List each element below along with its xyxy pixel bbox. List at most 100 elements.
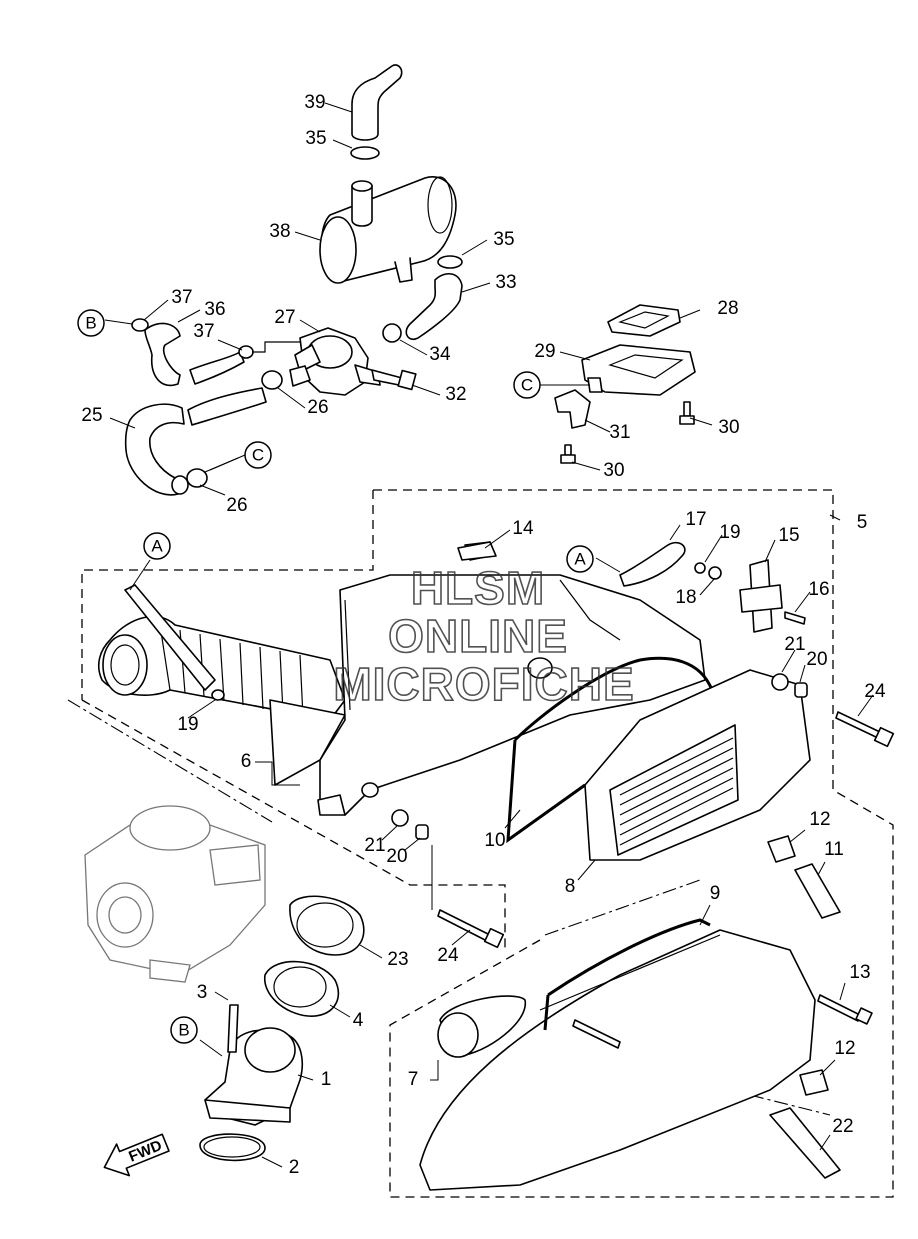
label-26-bottom: 26 bbox=[226, 495, 247, 516]
carburetor bbox=[84, 805, 266, 983]
label-34: 34 bbox=[429, 344, 451, 365]
label-4: 4 bbox=[353, 1010, 364, 1031]
label-32: 32 bbox=[445, 384, 466, 405]
grommet-21-left bbox=[391, 809, 409, 827]
bracket-31 bbox=[554, 389, 591, 429]
duct-mouth bbox=[102, 634, 148, 696]
label-13: 13 bbox=[849, 962, 870, 983]
gasket-10 bbox=[506, 656, 714, 844]
label-19-right: 19 bbox=[719, 522, 740, 543]
ref-c-hose-circle bbox=[244, 441, 272, 469]
air-induction-assembly bbox=[124, 318, 417, 496]
breather-assembly bbox=[319, 64, 463, 343]
breather-hose-33 bbox=[405, 273, 463, 340]
label-9: 9 bbox=[710, 883, 721, 904]
label-36: 36 bbox=[204, 299, 225, 320]
grommet-21-right bbox=[771, 673, 789, 691]
label-5: 5 bbox=[857, 512, 868, 533]
label-14: 14 bbox=[512, 518, 534, 539]
label-26-top: 26 bbox=[307, 397, 328, 418]
label-24-left: 24 bbox=[437, 945, 459, 966]
assembly-boundaries bbox=[67, 489, 894, 1198]
label-20-right: 20 bbox=[806, 649, 827, 670]
clip-37-right bbox=[238, 345, 254, 359]
tube-11 bbox=[794, 863, 841, 919]
screw-3 bbox=[227, 1004, 239, 1053]
label-25: 25 bbox=[81, 405, 102, 426]
hose-36 bbox=[144, 322, 181, 387]
label-10: 10 bbox=[484, 830, 505, 851]
oring-2 bbox=[199, 1133, 266, 1162]
reference-markers: B C C A A B bbox=[77, 309, 594, 1044]
clip-37-left bbox=[131, 318, 149, 332]
label-21-left: 21 bbox=[364, 835, 385, 856]
collar-20-right bbox=[794, 682, 808, 698]
label-7: 7 bbox=[408, 1069, 419, 1090]
label-35-right: 35 bbox=[493, 229, 514, 250]
clamp-12-bottom bbox=[799, 1069, 829, 1096]
breather-hose-39 bbox=[351, 64, 403, 141]
label-22: 22 bbox=[832, 1116, 853, 1137]
label-17: 17 bbox=[685, 509, 706, 530]
label-31: 31 bbox=[609, 422, 630, 443]
ref-b-top: B bbox=[85, 313, 96, 332]
ref-a-mid-circle bbox=[566, 545, 594, 573]
cover-7 bbox=[419, 929, 816, 1191]
label-6: 6 bbox=[241, 751, 252, 772]
ref-b-low-circle bbox=[170, 1016, 198, 1044]
clamp-12-top bbox=[767, 835, 796, 863]
label-24-right: 24 bbox=[864, 681, 886, 702]
clamp-26-top bbox=[261, 370, 283, 390]
screw-cover bbox=[572, 1019, 621, 1049]
ref-c-cover: C bbox=[521, 375, 533, 394]
air-box-case bbox=[269, 541, 714, 844]
watermark-line-1: HLSM bbox=[411, 562, 545, 614]
hose-17 bbox=[619, 541, 686, 587]
clip-34 bbox=[382, 323, 402, 343]
label-33: 33 bbox=[495, 272, 516, 293]
ring-18 bbox=[708, 566, 722, 580]
label-19-left: 19 bbox=[177, 714, 198, 735]
part-labels: 39 35 38 35 33 37 36 27 37 34 32 26 25 2… bbox=[81, 92, 886, 1178]
reed-cover-assembly bbox=[554, 304, 696, 464]
label-21-right: 21 bbox=[784, 634, 805, 655]
label-27: 27 bbox=[274, 307, 295, 328]
carb-joint-assembly bbox=[199, 895, 365, 1162]
label-3: 3 bbox=[197, 982, 208, 1003]
screw-13 bbox=[817, 994, 861, 1022]
watermark-line-3: MICROFICHE bbox=[333, 658, 634, 710]
air-box-cover bbox=[419, 918, 873, 1191]
label-39: 39 bbox=[304, 92, 325, 113]
clamp-4 bbox=[264, 960, 340, 1017]
ref-a-top: A bbox=[151, 536, 163, 555]
fwd-arrow-icon bbox=[103, 1133, 170, 1177]
ref-a-top-circle bbox=[143, 532, 171, 560]
label-15: 15 bbox=[778, 525, 799, 546]
clip-35-right bbox=[437, 255, 463, 269]
screw-30-left bbox=[564, 444, 572, 456]
label-20-left: 20 bbox=[386, 846, 407, 867]
gasket-28 bbox=[607, 304, 681, 337]
ref-b-top-circle bbox=[77, 309, 105, 337]
label-8: 8 bbox=[565, 876, 576, 897]
leader-lines bbox=[104, 102, 874, 1168]
ref-c-hose: C bbox=[252, 445, 264, 464]
clamp-26-bottom bbox=[186, 468, 208, 488]
label-11: 11 bbox=[824, 839, 844, 860]
label-23: 23 bbox=[387, 949, 408, 970]
label-35-top: 35 bbox=[305, 128, 326, 149]
label-12-bottom: 12 bbox=[834, 1038, 855, 1059]
label-29: 29 bbox=[534, 341, 555, 362]
clip-35-top bbox=[350, 146, 380, 160]
label-28: 28 bbox=[717, 298, 738, 319]
ref-c-cover-circle bbox=[513, 371, 541, 399]
fwd-arrow: FWD bbox=[103, 1133, 170, 1177]
label-38: 38 bbox=[269, 221, 290, 242]
clip-19-right bbox=[694, 562, 706, 574]
label-1: 1 bbox=[321, 1069, 332, 1090]
filter-element-8 bbox=[584, 669, 811, 861]
label-18: 18 bbox=[675, 587, 696, 608]
label-12-top: 12 bbox=[809, 809, 830, 830]
label-37-top: 37 bbox=[171, 287, 192, 308]
label-37-bottom: 37 bbox=[193, 321, 214, 342]
